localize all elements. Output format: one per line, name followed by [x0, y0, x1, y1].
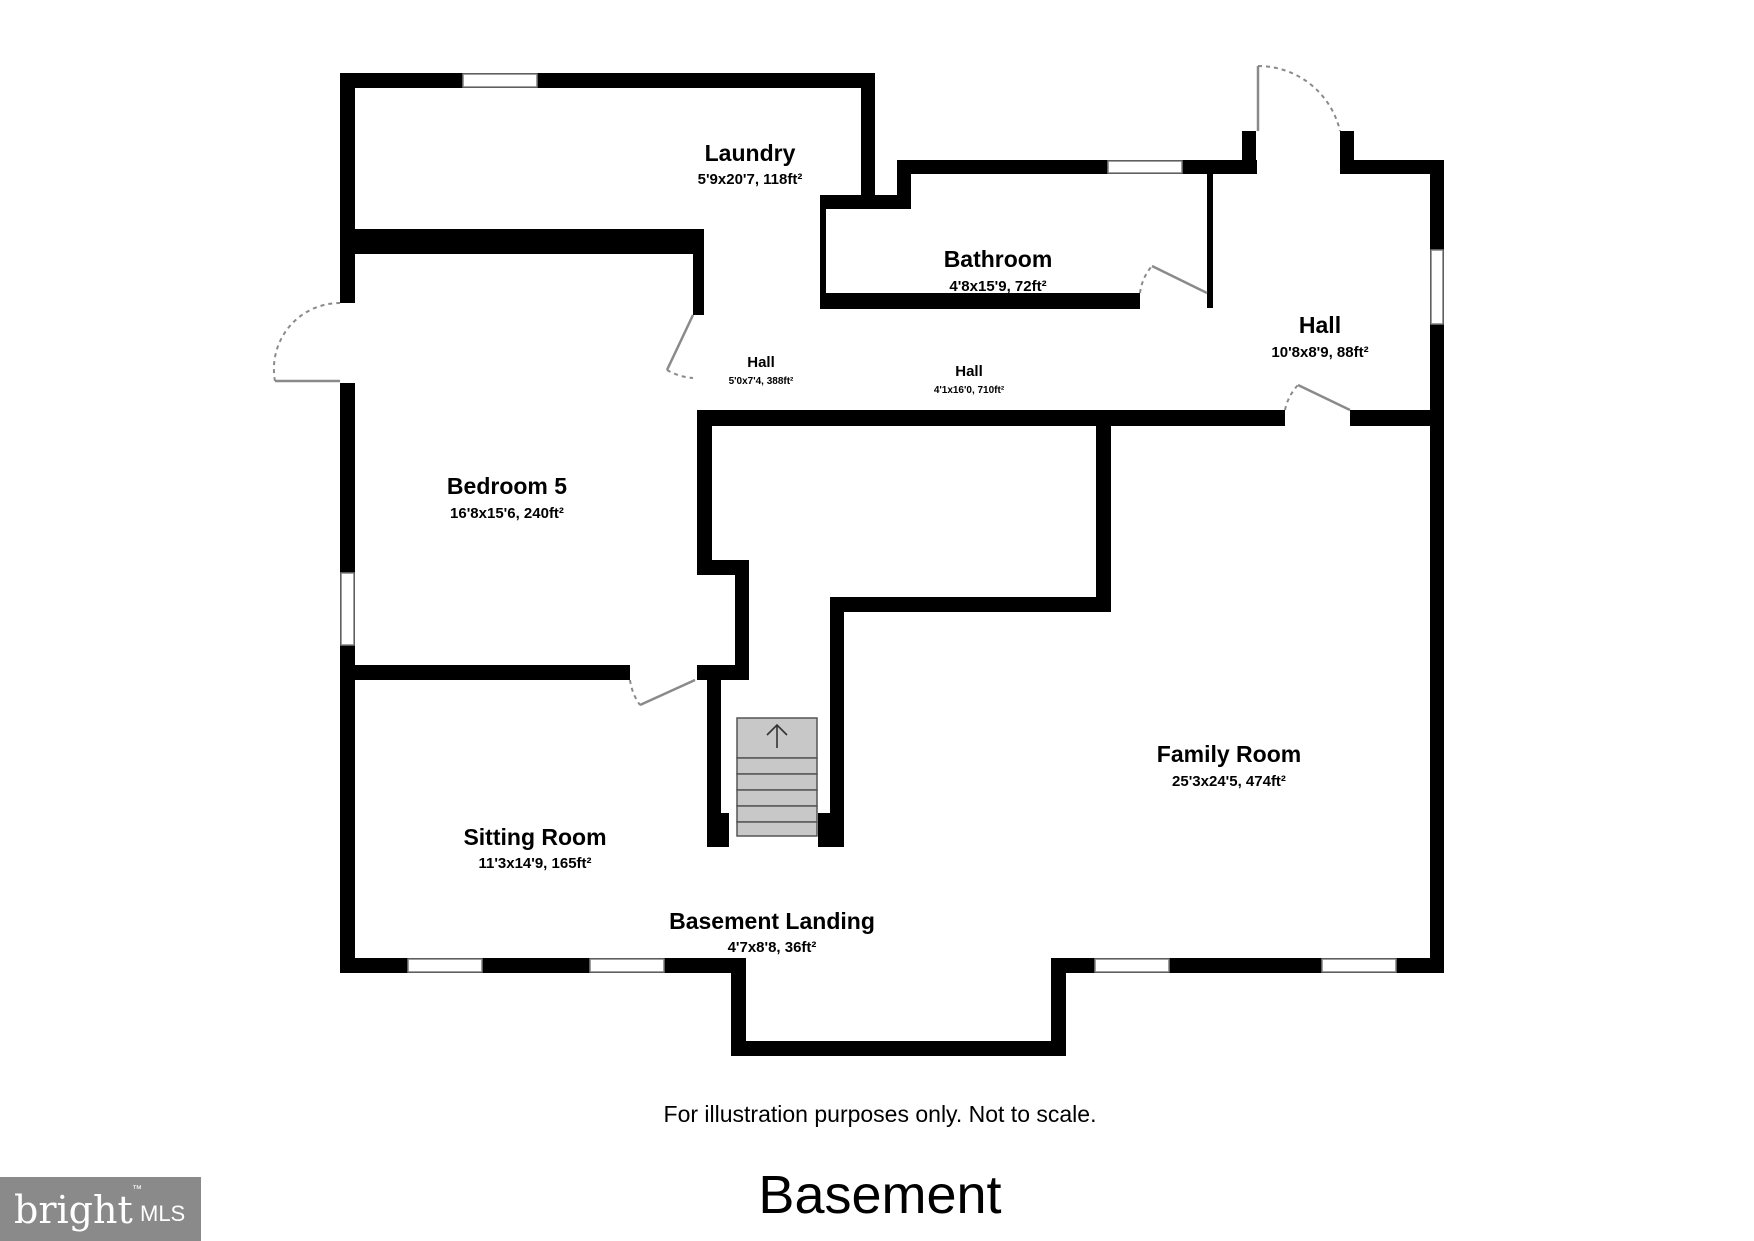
room-dims: 4'1x16'0, 710ft² [934, 385, 1005, 396]
room-dims: 25'3x24'5, 474ft² [1172, 773, 1286, 790]
room-name: Bedroom 5 [447, 473, 567, 499]
door-icon [272, 301, 341, 383]
room-name: Bathroom [944, 246, 1053, 272]
room-name: Basement Landing [669, 908, 875, 934]
door-icon [1256, 64, 1341, 132]
window [462, 73, 538, 88]
window [407, 958, 483, 973]
door-icon [665, 314, 695, 379]
room-basement-landing: Basement Landing 4'7x8'8, 36ft² [669, 908, 875, 956]
room-dims: 5'0x7'4, 388ft² [729, 376, 794, 387]
room-hall-small: Hall 5'0x7'4, 388ft² [729, 354, 794, 387]
window [589, 958, 665, 973]
window [340, 572, 355, 646]
room-dims: 4'7x8'8, 36ft² [728, 939, 817, 956]
room-dims: 5'9x20'7, 118ft² [698, 171, 803, 188]
room-family-room: Family Room 25'3x24'5, 474ft² [1157, 741, 1301, 790]
floor-title: Basement [758, 1165, 1001, 1225]
door-icon [629, 678, 696, 707]
window [1107, 160, 1183, 174]
room-name: Hall [1299, 312, 1341, 338]
walls [340, 73, 1444, 1056]
room-hall-right: Hall 10'8x8'9, 88ft² [1271, 312, 1368, 361]
window [1430, 249, 1444, 325]
room-dims: 11'3x14'9, 165ft² [478, 855, 591, 872]
bright-mls-logo: bright ™ MLS [0, 1177, 201, 1241]
room-name: Sitting Room [463, 824, 606, 850]
doors [272, 64, 1351, 707]
room-bedroom-5: Bedroom 5 16'8x15'6, 240ft² [447, 473, 567, 522]
stairs [736, 717, 818, 837]
room-name: Hall [747, 354, 775, 371]
door-icon [1139, 264, 1208, 295]
room-sitting-room: Sitting Room 11'3x14'9, 165ft² [463, 824, 606, 872]
room-name: Laundry [705, 140, 796, 166]
logo-word: bright [14, 1188, 133, 1232]
room-dims: 10'8x8'9, 88ft² [1271, 344, 1368, 361]
room-name: Family Room [1157, 741, 1301, 767]
arrow-up-icon [766, 723, 788, 748]
window [1321, 958, 1397, 973]
room-bathroom: Bathroom 4'8x15'9, 72ft² [944, 246, 1053, 295]
disclaimer-text: For illustration purposes only. Not to s… [664, 1101, 1097, 1127]
room-dims: 4'8x15'9, 72ft² [949, 278, 1046, 295]
room-name: Hall [955, 363, 983, 380]
room-hall-mid: Hall 4'1x16'0, 710ft² [934, 363, 1005, 396]
logo-suffix: MLS [140, 1201, 185, 1226]
window [1094, 958, 1170, 973]
room-laundry: Laundry 5'9x20'7, 118ft² [698, 140, 803, 188]
windows [340, 73, 1444, 973]
room-dims: 16'8x15'6, 240ft² [450, 505, 564, 522]
door-icon [1284, 383, 1351, 412]
logo-trademark: ™ [132, 1184, 142, 1195]
